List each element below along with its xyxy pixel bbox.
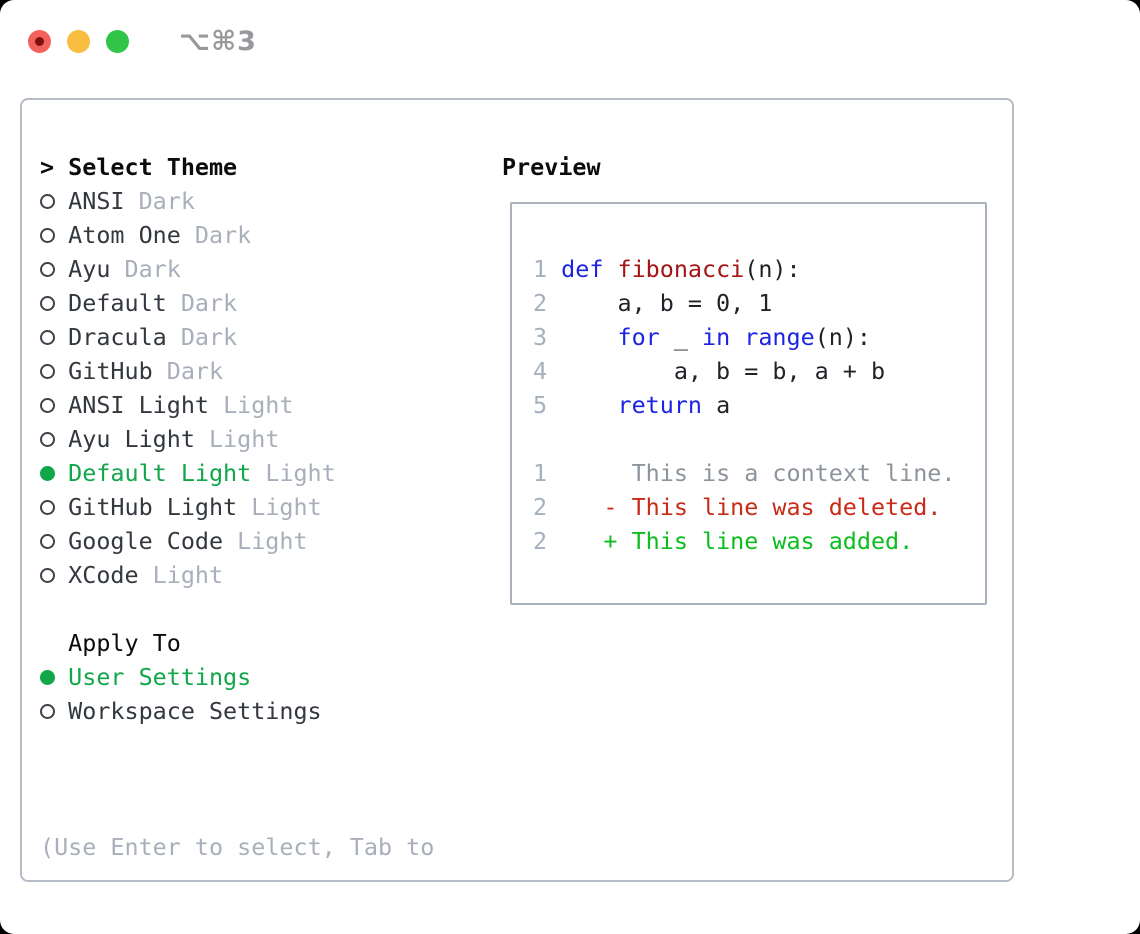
preview-title: Preview xyxy=(502,153,601,181)
select-theme-header: > Select Theme xyxy=(40,150,434,184)
code-line: 3 for _ in range(n): xyxy=(533,320,985,354)
theme-option-ansi[interactable]: ANSI Dark xyxy=(40,184,434,218)
apply-option-label: User Settings xyxy=(68,663,252,691)
radio-icon xyxy=(40,533,55,549)
theme-variant: Light xyxy=(223,391,294,419)
theme-variant: Dark xyxy=(138,187,195,215)
line-number: 1 xyxy=(533,255,548,283)
line-number: 5 xyxy=(533,391,548,419)
theme-name: Ayu xyxy=(68,255,111,283)
theme-name: Google Code xyxy=(68,527,224,555)
close-button[interactable] xyxy=(28,30,51,53)
theme-name: ANSI Light xyxy=(68,391,209,419)
theme-option-github-light[interactable]: GitHub Light Light xyxy=(40,490,434,524)
diff-line: 2 - This line was deleted. xyxy=(533,490,985,524)
radio-icon xyxy=(40,261,55,277)
theme-variant: Dark xyxy=(180,323,238,351)
radio-icon xyxy=(40,431,55,447)
theme-name: Dracula xyxy=(68,323,167,351)
theme-option-ayu-light[interactable]: Ayu Light Light xyxy=(40,422,434,456)
theme-variant: Light xyxy=(152,561,224,589)
code-line: 4 a, b = b, a + b xyxy=(533,354,985,388)
code-line: 5 return a xyxy=(533,388,985,422)
apply-option-user-settings[interactable]: User Settings xyxy=(40,660,434,694)
zoom-button[interactable] xyxy=(106,30,129,53)
minimize-button[interactable] xyxy=(67,30,90,53)
diff-block: 1 This is a context line.2 - This line w… xyxy=(533,456,985,558)
theme-variant: Dark xyxy=(166,357,224,385)
theme-name: GitHub Light xyxy=(68,493,238,521)
radio-icon xyxy=(40,363,55,379)
focus-caret-icon: > xyxy=(40,153,55,181)
theme-variant: Dark xyxy=(180,289,238,317)
close-dot-icon xyxy=(35,37,44,46)
theme-variant: Dark xyxy=(124,255,181,283)
theme-option-default[interactable]: Default Dark xyxy=(40,286,434,320)
theme-name: XCode xyxy=(68,561,139,589)
code-line: 2 a, b = 0, 1 xyxy=(533,286,985,320)
theme-option-default-light[interactable]: Default Light Light xyxy=(40,456,434,490)
apply-option-label: Workspace Settings xyxy=(68,697,322,725)
theme-option-ansi-light[interactable]: ANSI Light Light xyxy=(40,388,434,422)
diff-line: 2 + This line was added. xyxy=(533,524,985,558)
radio-icon xyxy=(40,193,55,209)
spacer xyxy=(40,592,434,626)
titlebar: ⌥⌘3 xyxy=(28,26,257,57)
apply-to-header: Apply To xyxy=(40,626,434,660)
hint-text: (Use Enter to select, Tab to change focu… xyxy=(40,762,434,934)
theme-option-ayu[interactable]: Ayu Dark xyxy=(40,252,434,286)
line-number: 2 xyxy=(533,493,548,521)
radio-icon xyxy=(40,703,55,719)
line-number: 2 xyxy=(533,527,548,555)
theme-name: ANSI xyxy=(68,187,125,215)
radio-selected-icon xyxy=(40,465,55,481)
line-number: 3 xyxy=(533,323,548,351)
theme-name: Default xyxy=(68,289,167,317)
theme-name: GitHub xyxy=(68,357,153,385)
hint-line-1: (Use Enter to select, Tab to xyxy=(40,833,435,861)
theme-option-dracula[interactable]: Dracula Dark xyxy=(40,320,434,354)
radio-icon xyxy=(40,227,55,243)
theme-variant: Light xyxy=(265,459,336,487)
window-shortcut-label: ⌥⌘3 xyxy=(179,26,257,57)
theme-option-xcode[interactable]: XCode Light xyxy=(40,558,434,592)
apply-to-title: Apply To xyxy=(68,629,181,657)
line-number: 2 xyxy=(533,289,548,317)
theme-variant: Dark xyxy=(194,221,252,249)
radio-icon xyxy=(40,295,55,311)
select-theme-title: Select Theme xyxy=(68,153,238,181)
theme-name: Default Light xyxy=(68,459,252,487)
theme-variant: Light xyxy=(208,425,280,453)
line-number: 1 xyxy=(533,459,548,487)
theme-option-github[interactable]: GitHub Dark xyxy=(40,354,434,388)
radio-icon xyxy=(40,329,55,345)
theme-option-google-code[interactable]: Google Code Light xyxy=(40,524,434,558)
theme-variant: Light xyxy=(237,527,308,555)
theme-variant: Light xyxy=(251,493,322,521)
radio-selected-icon xyxy=(40,669,55,685)
diff-line: 1 This is a context line. xyxy=(533,456,985,490)
theme-name: Ayu Light xyxy=(68,425,195,453)
radio-icon xyxy=(40,397,55,413)
radio-icon xyxy=(40,567,55,583)
apply-option-workspace-settings[interactable]: Workspace Settings xyxy=(40,694,434,728)
radio-icon xyxy=(40,499,55,515)
theme-name: Atom One xyxy=(68,221,181,249)
spacer xyxy=(40,728,434,762)
theme-option-atom-one[interactable]: Atom One Dark xyxy=(40,218,434,252)
line-number: 4 xyxy=(533,357,548,385)
